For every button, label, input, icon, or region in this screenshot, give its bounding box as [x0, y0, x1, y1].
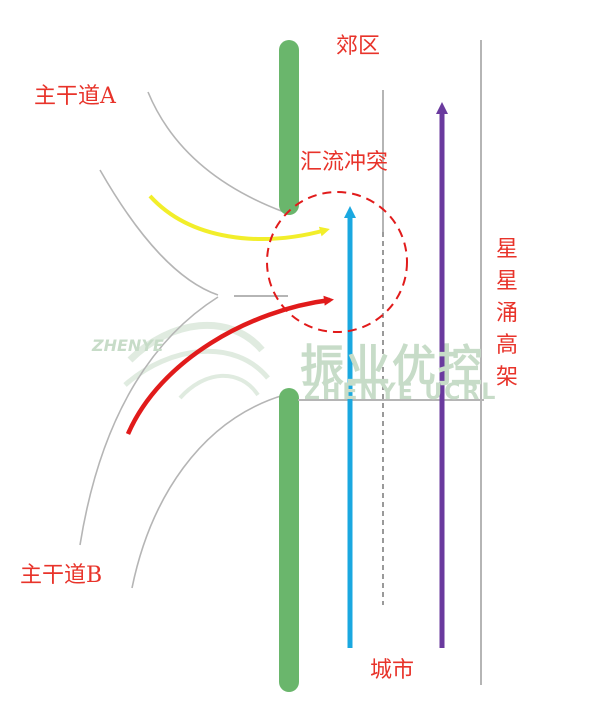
watermark-logo-text: ZHENYE — [92, 336, 164, 355]
yellow-flow-arrow — [148, 194, 330, 241]
artery-a-outer-edge — [147, 91, 285, 213]
merge-conflict-zone — [266, 191, 408, 333]
label-elevated-road: 星星涌高架 — [495, 237, 518, 390]
label-merge-conflict: 汇流冲突 — [300, 150, 389, 175]
label-artery-b: 主干道B — [20, 563, 103, 588]
artery-a-inner-edge — [99, 169, 219, 296]
watermark-cn: 振业优控 — [300, 341, 484, 392]
label-artery-a: 主干道A — [34, 84, 116, 109]
red-flow-arrow — [125, 295, 334, 435]
watermark-en: ZHENYE UCRL — [304, 380, 498, 405]
label-city: 城市 — [370, 658, 415, 683]
artery-b-inner-edge — [79, 296, 219, 546]
artery-b-outer-edge — [131, 394, 285, 589]
label-suburb: 郊区 — [336, 34, 381, 59]
